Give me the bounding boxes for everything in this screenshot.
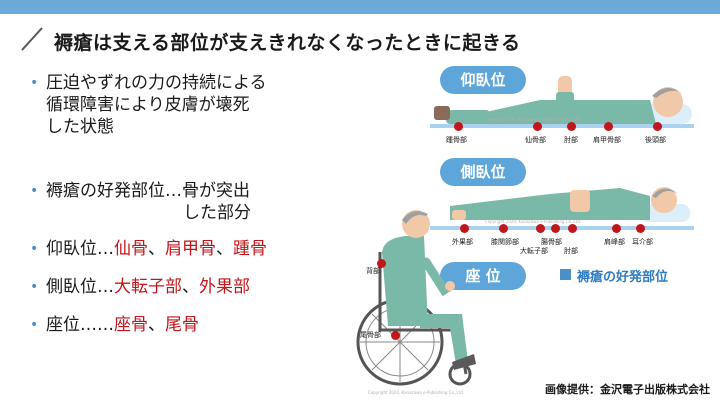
- image-credit: 画像提供：金沢電子出版株式会社: [545, 383, 710, 396]
- bullet-lead: 側臥位…: [46, 277, 114, 297]
- marker-coccyx: [391, 331, 400, 340]
- marker-back: [377, 259, 386, 268]
- bullet-line: した状態: [46, 117, 114, 137]
- marker-malleolus: [460, 224, 469, 233]
- bullet-lead: 座位……: [46, 315, 114, 335]
- point-label: 大転子部: [520, 247, 548, 255]
- site-scapula: 肩甲骨: [165, 239, 216, 259]
- point-label: 肩甲骨部: [593, 136, 621, 144]
- separator: 、: [182, 277, 199, 297]
- marker-elbow: [568, 224, 577, 233]
- point-label: 尾骨部: [360, 331, 381, 339]
- marker-ear: [636, 224, 645, 233]
- supine-figure: [434, 76, 692, 124]
- title-slash-icon: [21, 27, 43, 51]
- bullet-dot-icon: •: [30, 183, 39, 199]
- legend-label: 褥瘡の好発部位: [577, 270, 669, 285]
- point-label: 腸骨部: [541, 238, 562, 246]
- site-ischium: 座骨: [114, 315, 148, 335]
- wheelchair-figure: [356, 210, 476, 386]
- watermark: Copyright 2020, Kanazawa e-Publishing Co…: [485, 117, 582, 122]
- watermark: Copyright 2020, Kanazawa e-Publishing Co…: [368, 390, 465, 395]
- point-label: 踵骨部: [446, 136, 467, 144]
- site-coccyx: 尾骨: [165, 315, 199, 335]
- marker-scapula: [604, 122, 613, 131]
- marker-ilium: [551, 224, 560, 233]
- point-label: 仙骨部: [525, 136, 546, 144]
- separator: 、: [148, 239, 165, 259]
- point-label: 外果部: [452, 238, 473, 246]
- bullet-line: 褥瘡の好発部位…骨が突出: [46, 181, 250, 201]
- lateral-figure: [450, 187, 690, 222]
- bullet-dot-icon: •: [30, 75, 39, 91]
- bullet-dot-icon: •: [30, 241, 39, 257]
- legend-swatch: [560, 269, 571, 280]
- point-label: 背部: [366, 267, 380, 275]
- point-label: 膝関節部: [491, 238, 519, 246]
- point-label: 肩峰部: [604, 238, 625, 246]
- lateral-baseline: [430, 226, 694, 230]
- watermark: Copyright 2020, Kanazawa e-Publishing Co…: [485, 219, 582, 224]
- point-label: 耳介部: [632, 238, 653, 246]
- separator: 、: [216, 239, 233, 259]
- bullet-line: した部分: [183, 203, 251, 223]
- point-label: 後頭部: [645, 136, 666, 144]
- header-bar: [0, 0, 720, 14]
- supine-label: 仰臥位: [440, 66, 526, 94]
- separator: 、: [148, 315, 165, 335]
- marker-trochanter: [536, 224, 545, 233]
- marker-sacrum: [533, 122, 542, 131]
- bullet-dot-icon: •: [30, 317, 39, 333]
- point-label: 肘部: [564, 136, 578, 144]
- marker-occiput: [653, 122, 662, 131]
- marker-heel: [454, 122, 463, 131]
- site-heel: 踵骨: [233, 239, 267, 259]
- bullet-dot-icon: •: [30, 279, 39, 295]
- bullet-line: 循環障害により皮膚が壊死: [46, 95, 250, 115]
- marker-knee: [499, 224, 508, 233]
- slide-title: 褥瘡は支える部位が支えきれなくなったときに起きる: [54, 32, 521, 54]
- site-trochanter: 大転子部: [114, 277, 182, 297]
- supine-baseline: [430, 124, 694, 128]
- bullet-lead: 仰臥位…: [46, 239, 114, 259]
- site-sacrum: 仙骨: [114, 239, 148, 259]
- point-label: 肘部: [564, 247, 578, 255]
- marker-acromion: [612, 224, 621, 233]
- bullet-line: 圧迫やずれの力の持続による: [46, 73, 267, 93]
- marker-elbow: [567, 122, 576, 131]
- lateral-label: 側臥位: [440, 158, 526, 186]
- site-malleolus: 外果部: [199, 277, 250, 297]
